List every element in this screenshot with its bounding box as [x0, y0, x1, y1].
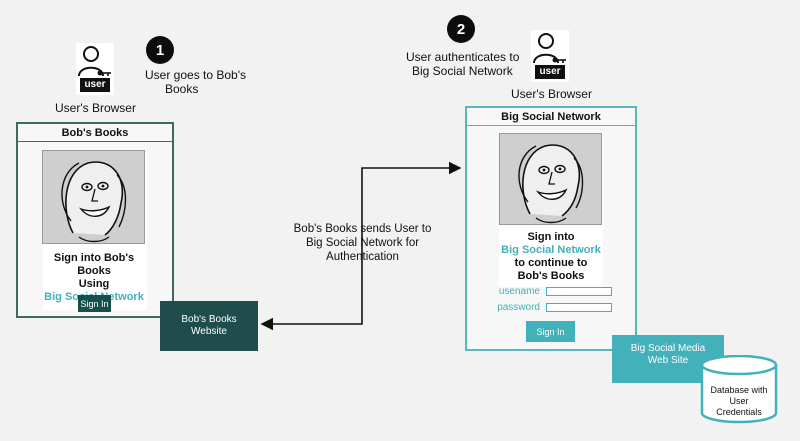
big-social-portrait [499, 133, 602, 225]
username-label: usename [498, 286, 540, 297]
database-label-line3: Credentials [716, 407, 762, 417]
bobs-books-portrait [42, 150, 145, 244]
bobs-books-website-line1: Bob's Books [181, 314, 237, 325]
password-input[interactable] [546, 303, 612, 312]
bobs-books-website-line2: Website [191, 326, 227, 337]
big-social-website-line1: Big Social Media [630, 343, 706, 354]
big-social-signin-line1: Sign into [527, 231, 575, 243]
step-2-caption: User authenticates to Big Social Network [406, 50, 519, 78]
step-2-badge: 2 [447, 15, 475, 43]
big-social-signin-text: Sign into Big Social Network to continue… [490, 231, 612, 283]
step-1-caption-line2: Books [165, 82, 199, 96]
big-social-network-browser-title: Big Social Network [467, 108, 635, 126]
bobs-books-signin-line2: Using [78, 278, 110, 290]
step-1-caption: User goes to Bob's Books [145, 68, 246, 96]
bobs-books-sign-in-button[interactable]: Sign In [78, 295, 111, 312]
database-label-line2: User [729, 396, 749, 406]
caricature-face-icon-right [518, 144, 584, 224]
bobs-books-signin-text: Sign into Bob's Books Using Big Social N… [40, 252, 148, 304]
user-tag-right: user [535, 65, 565, 79]
bobs-books-website-box: Bob's Books Website [160, 301, 258, 351]
bobs-books-signin-line1: Sign into Bob's Books [53, 252, 135, 277]
person-key-icon [78, 46, 111, 77]
redirect-caption-line1: Bob's Books sends User to [293, 223, 432, 235]
password-label: password [497, 302, 540, 313]
user-icon-right: user [531, 30, 569, 82]
step-2-caption-line1: User authenticates to [406, 50, 520, 64]
big-social-website-line2: Web Site [647, 355, 689, 366]
step-1-caption-line1: User goes to Bob's [145, 68, 247, 82]
big-social-signin-line3: to continue to [514, 257, 588, 269]
caricature-face-icon [61, 161, 127, 243]
redirect-caption: Bob's Books sends User to Big Social Net… [275, 222, 450, 264]
redirect-caption-line2: Big Social Network for Authentication [305, 237, 420, 263]
users-browser-label-right: User's Browser [511, 87, 592, 101]
database-cylinder-icon [700, 355, 778, 424]
big-social-signin-line2: Big Social Network [501, 244, 601, 256]
database-label: Database with User Credentials [703, 385, 775, 418]
big-social-signin-line4: Bob's Books [517, 270, 585, 282]
user-tag: user [80, 78, 110, 92]
user-icon-left: user [76, 43, 114, 95]
person-key-icon-right [533, 33, 566, 64]
users-browser-label-left: User's Browser [55, 101, 136, 115]
bobs-books-browser-title: Bob's Books [18, 124, 172, 142]
database-label-line1: Database with [710, 385, 768, 395]
username-input[interactable] [546, 287, 612, 296]
step-2-caption-line2: Big Social Network [412, 64, 513, 78]
step-1-badge: 1 [146, 36, 174, 64]
big-social-sign-in-button[interactable]: Sign In [526, 321, 575, 342]
